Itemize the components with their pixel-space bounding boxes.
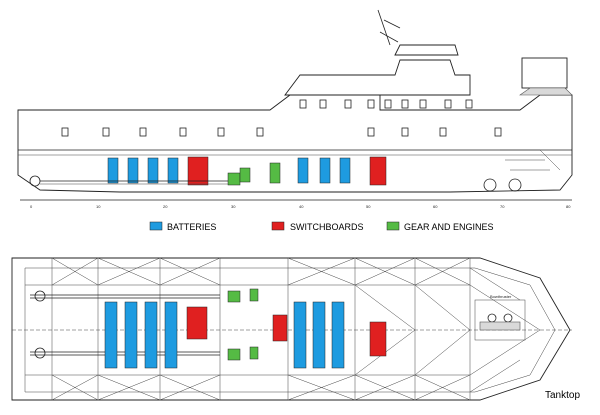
- scale-40: 40: [299, 204, 304, 209]
- plan-gear-engines: [227, 288, 259, 361]
- profile-view: 0 10 20 30 40 50 60 70 80: [17, 9, 573, 209]
- profile-frame-scale: 0 10 20 30 40 50 60 70 80: [30, 204, 571, 209]
- bulkheads: [51, 258, 471, 400]
- scale-60: 60: [433, 204, 438, 209]
- bridge: [394, 44, 459, 56]
- plan-switchboards: [186, 306, 387, 357]
- legend: BATTERIES SWITCHBOARDS GEAR AND ENGINES: [149, 221, 494, 232]
- plan-view: Bowthruster: [11, 257, 572, 401]
- legend-label-switchboards: SWITCHBOARDS: [290, 222, 364, 232]
- legend-swatch-switchboards: [271, 221, 285, 231]
- plan-batteries: [104, 301, 345, 369]
- legend-label-gear: GEAR AND ENGINES: [404, 222, 494, 232]
- label-bowthruster: Bowthruster: [490, 294, 512, 299]
- superstructure: [284, 59, 471, 96]
- propeller-profile: [29, 175, 41, 187]
- legend-swatch-gear: [386, 221, 400, 231]
- profile-batteries: [107, 157, 351, 184]
- scale-10: 10: [96, 204, 101, 209]
- aft-gantry: [521, 57, 568, 89]
- scale-20: 20: [163, 204, 168, 209]
- hull-profile: [17, 94, 573, 193]
- scale-50: 50: [366, 204, 371, 209]
- windows: [61, 99, 502, 137]
- profile-gear-engines: [227, 162, 281, 186]
- scale-70: 70: [500, 204, 505, 209]
- legend-label-batteries: BATTERIES: [167, 222, 216, 232]
- scale-0: 0: [30, 204, 33, 209]
- bowthruster-area: [474, 299, 526, 341]
- plan-caption-tanktop: Tanktop: [545, 390, 580, 401]
- tank-hatching: [51, 257, 541, 401]
- scale-30: 30: [231, 204, 236, 209]
- legend-swatch-batteries: [149, 221, 163, 231]
- shaft-lines: [30, 290, 220, 359]
- profile-switchboards: [187, 156, 387, 186]
- mast: [377, 9, 391, 46]
- scale-80: 80: [566, 204, 571, 209]
